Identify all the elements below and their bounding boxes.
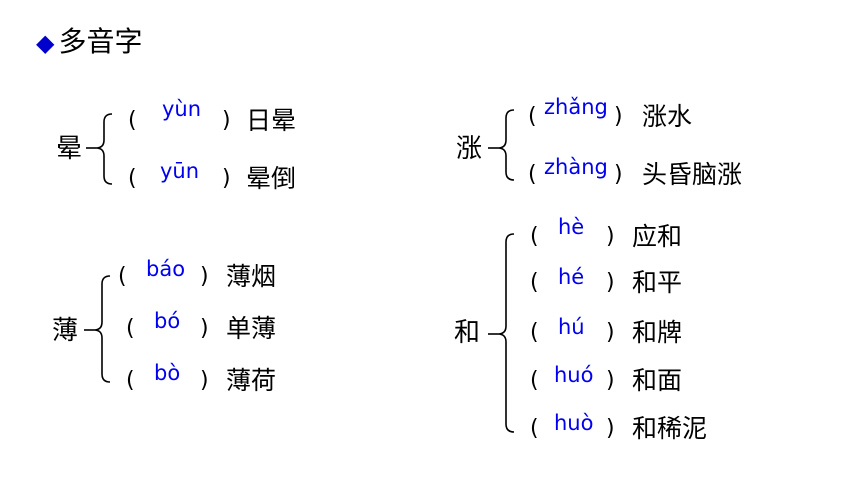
pinyin-he-1: hè	[558, 215, 585, 239]
word-he-1: 应和	[632, 222, 683, 251]
pinyin-bao-2: bó	[154, 309, 181, 333]
char-he: 和	[454, 318, 481, 348]
open-paren: (	[128, 108, 137, 133]
close-paren: )	[606, 224, 615, 249]
bracket-bao	[93, 275, 111, 383]
word-he-3: 和牌	[632, 318, 683, 347]
open-paren: (	[528, 104, 537, 129]
pinyin-he-2: hé	[558, 265, 585, 289]
pinyin-he-5: huò	[554, 411, 594, 435]
char-yun: 晕	[56, 134, 83, 164]
pinyin-yun-1: yùn	[162, 97, 202, 121]
open-paren: (	[126, 368, 135, 393]
word-he-4: 和面	[632, 366, 683, 395]
open-paren: (	[530, 320, 539, 345]
word-yun-2: 晕倒	[246, 164, 297, 193]
word-bao-3: 薄荷	[226, 366, 277, 395]
open-paren: (	[528, 162, 537, 187]
bracket-yun	[95, 113, 113, 185]
title-text: 多音字	[58, 25, 143, 58]
pinyin-zhang-1: zhǎng	[544, 95, 608, 119]
close-paren: )	[614, 104, 623, 129]
word-yun-1: 日晕	[246, 106, 297, 135]
open-paren: (	[126, 316, 135, 341]
open-paren: (	[530, 224, 539, 249]
page-title: ◆多音字	[36, 22, 142, 63]
close-paren: )	[606, 416, 615, 441]
pinyin-yun-2: yūn	[160, 159, 200, 183]
close-paren: )	[606, 320, 615, 345]
bracket-zhang	[497, 109, 515, 181]
close-paren: )	[200, 368, 209, 393]
close-paren: )	[614, 162, 623, 187]
word-he-2: 和平	[632, 268, 683, 297]
pinyin-bao-1: báo	[146, 257, 186, 281]
pinyin-he-3: hú	[558, 315, 585, 339]
diamond-bullet-icon: ◆	[36, 29, 55, 57]
char-zhang: 涨	[456, 134, 483, 164]
pinyin-bao-3: bò	[154, 361, 181, 385]
close-paren: )	[222, 108, 231, 133]
word-zhang-1: 涨水	[642, 102, 693, 131]
word-bao-1: 薄烟	[226, 262, 277, 291]
word-zhang-2: 头昏脑涨	[642, 160, 743, 189]
pinyin-zhang-2: zhàng	[544, 155, 608, 179]
word-he-5: 和稀泥	[632, 414, 708, 443]
open-paren: (	[530, 270, 539, 295]
bracket-he	[497, 233, 515, 433]
close-paren: )	[606, 270, 615, 295]
close-paren: )	[200, 264, 209, 289]
close-paren: )	[222, 166, 231, 191]
open-paren: (	[530, 368, 539, 393]
word-bao-2: 单薄	[226, 314, 277, 343]
close-paren: )	[200, 316, 209, 341]
close-paren: )	[606, 368, 615, 393]
open-paren: (	[530, 416, 539, 441]
open-paren: (	[128, 166, 137, 191]
open-paren: (	[118, 264, 127, 289]
char-bao: 薄	[52, 316, 79, 346]
pinyin-he-4: huó	[554, 363, 594, 387]
